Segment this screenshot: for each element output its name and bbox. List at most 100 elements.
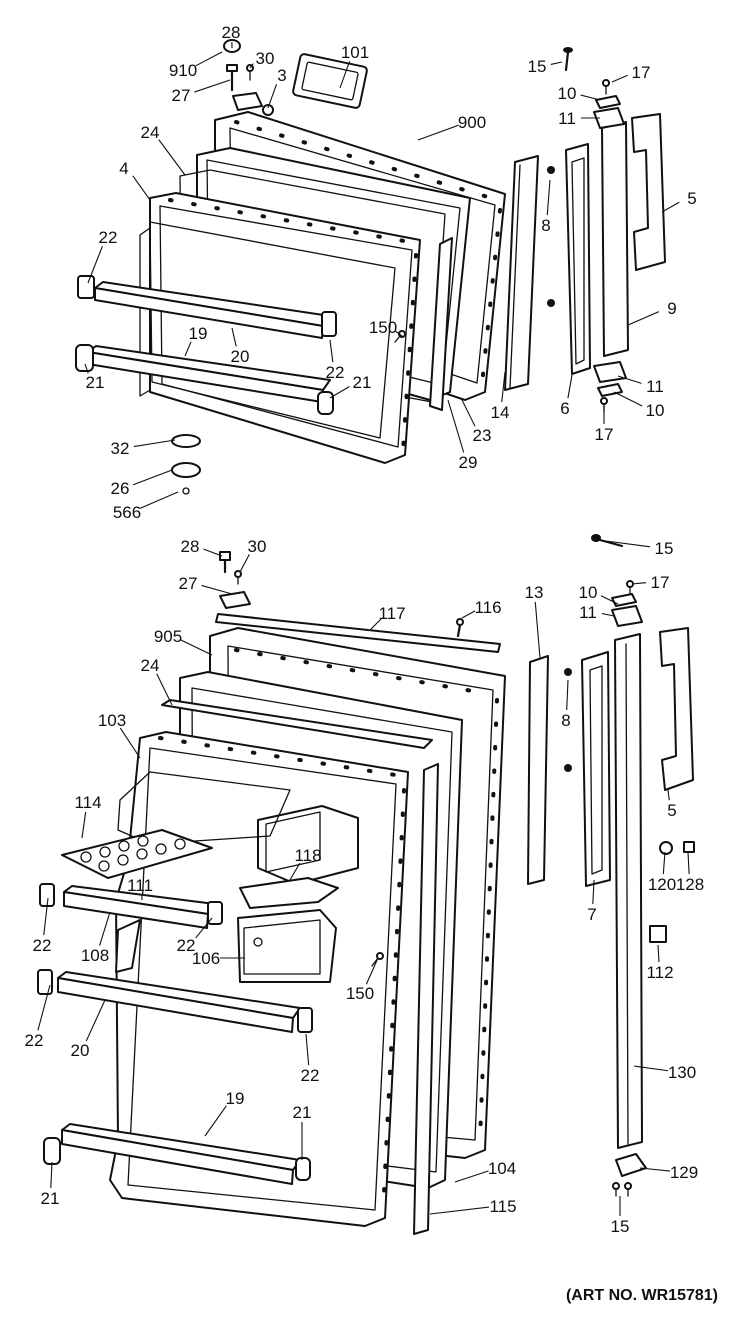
leader-line: [667, 789, 670, 801]
leader-line: [267, 84, 278, 109]
leader-line: [139, 491, 179, 509]
leader-line: [231, 327, 237, 347]
callout-bot-15a: 15: [655, 539, 674, 558]
plug-button-icon: [659, 841, 673, 855]
freezer-shelf-end-cap-right: [317, 391, 334, 415]
freezer-door-strip: [429, 237, 453, 411]
callout-bot-905: 905: [154, 627, 182, 646]
callout-top-101: 101: [341, 43, 369, 62]
freezer-door-assembly: [75, 39, 666, 495]
leader-line: [639, 1167, 671, 1172]
leader-line: [592, 879, 595, 905]
freezer-shelf-bracket-left: [77, 275, 95, 299]
handle-screw-icon: [564, 764, 572, 772]
callout-top-20: 20: [231, 347, 250, 366]
callout-top-10a: 10: [558, 84, 577, 103]
leader-line: [329, 339, 334, 363]
callout-top-150: 150: [369, 318, 397, 337]
leader-line: [546, 179, 551, 216]
leader-line: [417, 124, 459, 141]
leader-line: [204, 1105, 227, 1137]
callout-top-4: 4: [119, 159, 128, 178]
callout-top-17b: 17: [595, 425, 614, 444]
callout-top-21b: 21: [353, 373, 372, 392]
leader-line: [81, 811, 87, 839]
leader-line: [631, 582, 647, 585]
freezer-trim-strip: [504, 155, 539, 391]
leader-line: [617, 375, 642, 384]
leader-line: [627, 311, 660, 326]
screw-icon: [624, 1182, 632, 1197]
upper-shelf-icon: [117, 771, 291, 845]
callout-bot-128: 128: [676, 875, 704, 894]
leader-line: [657, 944, 660, 963]
freezer-door-handle: [631, 113, 666, 271]
leader-line: [195, 917, 213, 939]
fresh-food-shelf-bracket: [297, 1007, 313, 1033]
leader-line: [119, 727, 141, 759]
handle-screw-icon: [547, 166, 555, 174]
leader-line: [289, 862, 301, 881]
callout-bot-13: 13: [525, 583, 544, 602]
callout-top-14: 14: [491, 403, 510, 422]
callout-bot-15b: 15: [611, 1217, 630, 1236]
callout-bot-22b: 22: [177, 936, 196, 955]
leader-line: [611, 74, 628, 83]
hinge-pin-icon: [226, 64, 238, 92]
callout-top-9: 9: [667, 299, 676, 318]
leader-line: [84, 363, 89, 374]
leader-line: [429, 1206, 490, 1215]
leader-line: [567, 374, 573, 399]
callout-top-26: 26: [111, 479, 130, 498]
handle-screw-icon: [547, 299, 555, 307]
callout-bot-5: 5: [667, 801, 676, 820]
screw-icon: [591, 534, 624, 548]
freezer-door-handle-frame: [565, 143, 591, 375]
butter-compartment: [257, 805, 359, 885]
screw-icon: [626, 580, 634, 595]
callout-bot-7: 7: [587, 905, 596, 924]
callout-bot-129: 129: [670, 1163, 698, 1182]
leader-line: [633, 1065, 669, 1072]
leader-line: [661, 201, 680, 213]
screw-icon: [612, 1182, 620, 1197]
callout-top-11b: 11: [646, 377, 664, 396]
leader-line: [180, 639, 213, 656]
callout-bot-22d: 22: [301, 1066, 320, 1085]
leader-line: [239, 554, 250, 573]
handle-insert-icon: [649, 925, 667, 943]
leader-line: [454, 1170, 489, 1183]
callout-bot-22a: 22: [33, 936, 52, 955]
hinge-shim-icon: [611, 593, 637, 607]
leader-line: [339, 61, 351, 89]
leader-line: [184, 341, 192, 357]
leader-line: [85, 999, 106, 1042]
dairy-compartment: [237, 909, 337, 983]
door-stop-icon: [262, 104, 274, 116]
screw-icon: [563, 47, 573, 72]
callout-top-22b: 22: [326, 363, 345, 382]
callout-bot-17: 17: [651, 573, 670, 592]
leader-line: [662, 851, 666, 875]
leader-line: [601, 612, 615, 617]
callout-bot-106: 106: [192, 949, 220, 968]
callout-bot-116: 116: [474, 598, 501, 617]
fresh-food-door-strip: [413, 763, 439, 1235]
callout-bot-104: 104: [488, 1159, 516, 1178]
leader-line: [194, 79, 231, 93]
fresh-food-door-assembly: [37, 534, 695, 1235]
callout-bot-130: 130: [668, 1063, 696, 1082]
callout-bot-27: 27: [179, 574, 198, 593]
callout-top-10b: 10: [646, 401, 665, 420]
fresh-food-shelf-end-cap: [43, 1137, 61, 1165]
callout-bot-118: 118: [294, 846, 321, 865]
callout-bot-112: 112: [646, 963, 673, 982]
handle-bracket-icon: [593, 361, 627, 383]
callout-bot-21b: 21: [41, 1189, 60, 1208]
callout-bot-20: 20: [71, 1041, 90, 1060]
handle-screw-icon: [564, 668, 572, 676]
callout-top-32: 32: [111, 439, 130, 458]
leader-line: [566, 679, 569, 711]
fresh-food-door-handle: [659, 627, 694, 791]
handle-trim: [601, 121, 629, 357]
